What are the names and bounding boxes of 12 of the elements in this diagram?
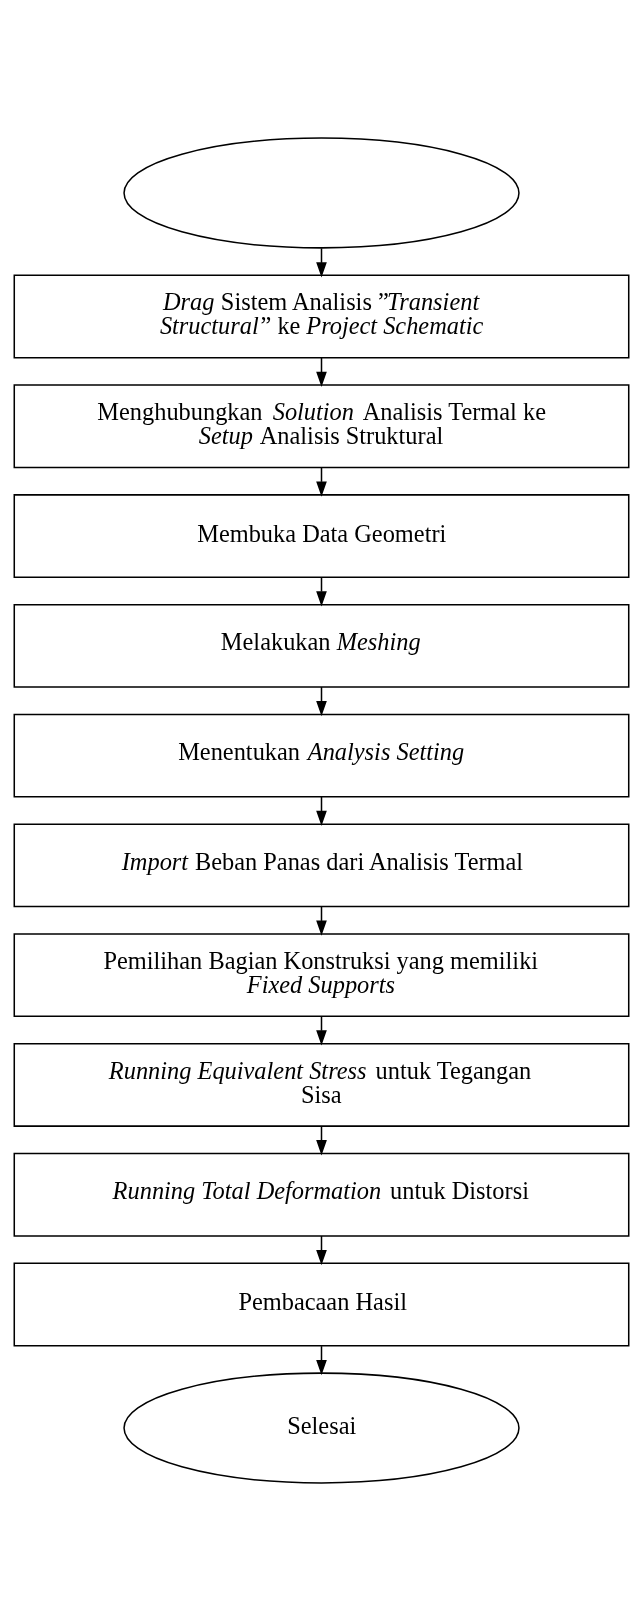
node-box: Pemilihan Bagian Konstruksi yang memiliki Fixed Supports xyxy=(13,932,630,1017)
node-box: Menentukan Analysis Setting xyxy=(13,713,630,798)
node-box: Drag Sistem Analisis ”Transient Structural” ke Project Schematic xyxy=(13,274,630,358)
node-ellipse xyxy=(123,136,520,249)
node-box: Melakukan Meshing xyxy=(13,603,630,688)
node-box: Pembacaan Hasil xyxy=(13,1262,630,1346)
node-box: Running Equivalent Stress untuk Tegangan Sisa xyxy=(13,1042,630,1127)
node-box: Menghubungkan Solution Analisis Termal ke Setup Analisis Struktural xyxy=(13,383,630,468)
node-box: Running Total Deformation untuk Distorsi xyxy=(13,1152,630,1237)
node-box: Import Beban Panas dari Analisis Termal xyxy=(13,822,630,907)
node-box: Membuka Data Geometri xyxy=(13,493,630,578)
node-ellipse: Selesai xyxy=(123,1371,520,1484)
